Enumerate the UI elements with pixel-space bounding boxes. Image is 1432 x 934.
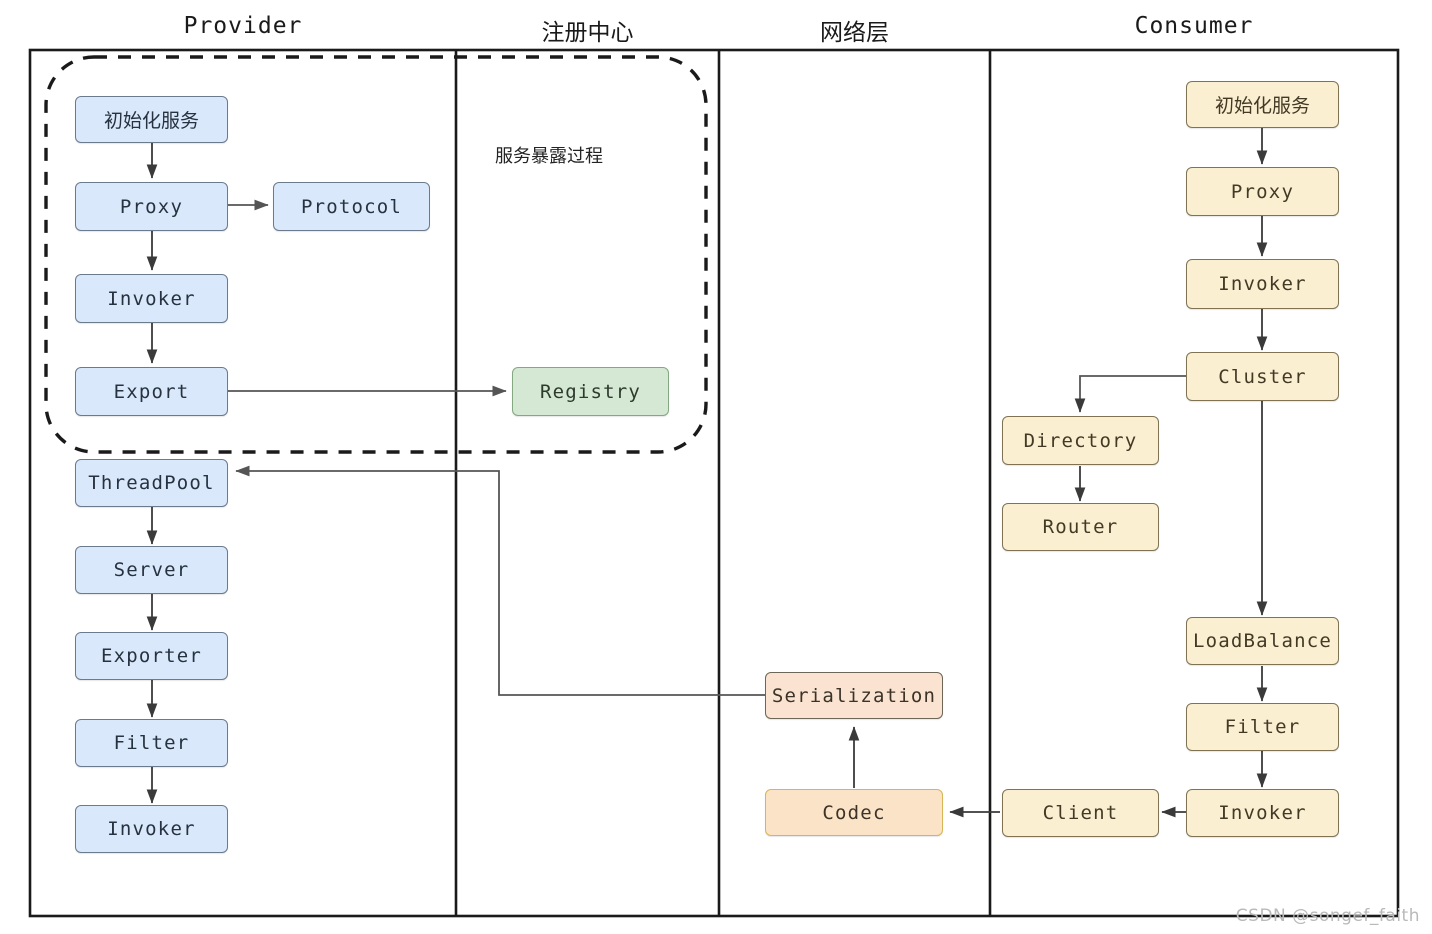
node-provider-server[interactable]: Server — [75, 546, 228, 594]
node-consumer-cluster[interactable]: Cluster — [1186, 352, 1339, 401]
node-provider-init[interactable]: 初始化服务 — [75, 96, 228, 143]
lane-title-registry: 注册中心 — [541, 20, 634, 46]
node-consumer-init[interactable]: 初始化服务 — [1186, 81, 1339, 128]
service-expose-note: 服务暴露过程 — [495, 146, 603, 167]
node-codec[interactable]: Codec — [765, 789, 943, 836]
lane-title-provider: Provider — [183, 13, 303, 39]
lane-title-consumer: Consumer — [1134, 13, 1254, 39]
node-provider-threadpool[interactable]: ThreadPool — [75, 459, 228, 507]
node-consumer-client[interactable]: Client — [1002, 789, 1159, 837]
node-provider-export[interactable]: Export — [75, 367, 228, 416]
node-provider-proxy[interactable]: Proxy — [75, 182, 228, 231]
node-registry[interactable]: Registry — [512, 367, 669, 416]
node-provider-exporter[interactable]: Exporter — [75, 632, 228, 680]
node-provider-filter[interactable]: Filter — [75, 719, 228, 767]
node-provider-invoker-2[interactable]: Invoker — [75, 805, 228, 853]
node-provider-protocol[interactable]: Protocol — [273, 182, 430, 231]
node-consumer-filter[interactable]: Filter — [1186, 703, 1339, 751]
node-consumer-invoker-2[interactable]: Invoker — [1186, 789, 1339, 837]
service-expose-dashed-region — [44, 55, 708, 454]
lane-title-network: 网络层 — [820, 20, 889, 46]
node-consumer-proxy[interactable]: Proxy — [1186, 167, 1339, 216]
node-provider-invoker[interactable]: Invoker — [75, 274, 228, 323]
swimlane-frame — [28, 48, 1400, 918]
node-consumer-invoker[interactable]: Invoker — [1186, 259, 1339, 309]
node-consumer-loadbalance[interactable]: LoadBalance — [1186, 617, 1339, 665]
node-serialization[interactable]: Serialization — [765, 672, 943, 719]
edge-cluster-to-directory — [1074, 375, 1186, 413]
node-consumer-directory[interactable]: Directory — [1002, 416, 1159, 465]
node-consumer-router[interactable]: Router — [1002, 503, 1159, 551]
watermark: CSDN @songef_faith — [1235, 906, 1420, 926]
edge-serialization-to-threadpool — [235, 465, 766, 696]
